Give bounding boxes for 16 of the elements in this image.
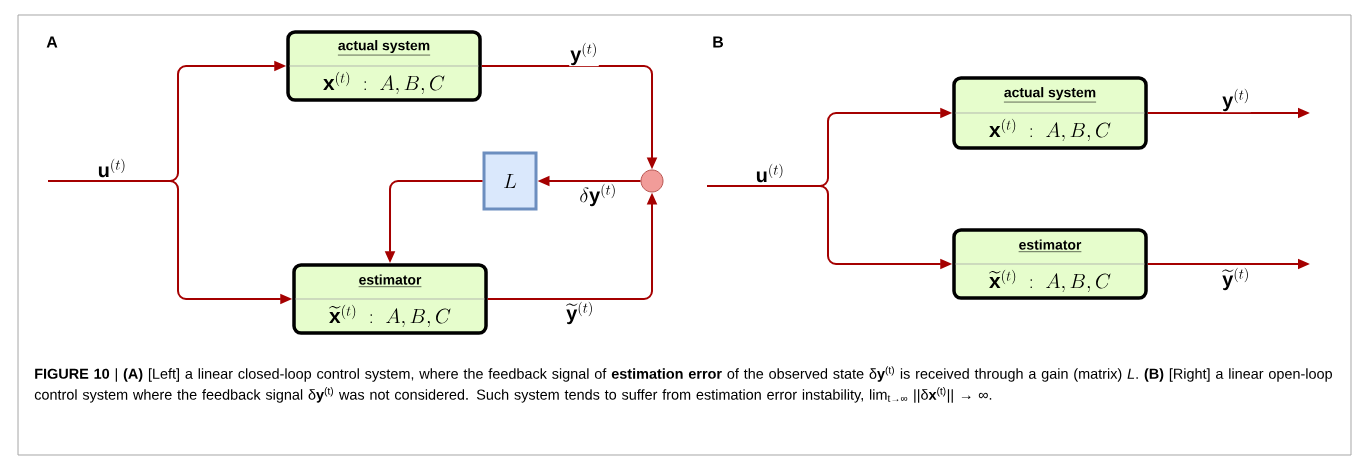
system-box: actual system $\mathbf{x}^{(t)}\ :\ A, B, C$ [952, 76, 1148, 150]
system-box: estimator $\widetilde{\mathbf{x}}^{(t)}\ :\ A, B, C$ [952, 228, 1148, 300]
panel-letter: B [713, 36, 724, 48]
edge-label: $\widetilde{\mathbf{y}}^{(t)}$ [1221, 266, 1251, 292]
gain-box: $L$ [482, 151, 538, 211]
panel-letter: A [46, 36, 58, 48]
edge-label: $\mathbf{u}^{(t)}$ [754, 162, 786, 184]
edge-label: $\widetilde{\mathbf{y}}^{(t)}$ [565, 300, 595, 326]
edge-label: $\mathbf{y}^{(t)}$ [1221, 87, 1251, 113]
edge-label: $\delta\mathbf{y}^{(t)}$ [578, 182, 618, 208]
summing-junction [640, 169, 664, 193]
system-box: actual system $\mathbf{x}^{(t)}\ :\ A, B, C$ [286, 30, 482, 102]
edge-label: $\mathbf{u}^{(t)}$ [96, 157, 128, 179]
caption: FIGURE 10 | (A) [Left] a linear closed-loop control system, where the feedback signal of estimation error of the observed state δy$^{(t)}$ is received through a gain (matrix) L. (B) [Right] a linear open-loop control system where the feedback signal δy$^{(t)}$ was not considered. Such system tends to suffer from estimation error instability, lim$_{t→∞}$ ||δx$^{(t)}$|| → ∞. [34, 366, 1332, 403]
system-box: estimator $\widetilde{\mathbf{x}}^{(t)}\ :\ A, B, C$ [292, 263, 488, 335]
edge-label: $\mathbf{y}^{(t)}$ [569, 41, 599, 67]
